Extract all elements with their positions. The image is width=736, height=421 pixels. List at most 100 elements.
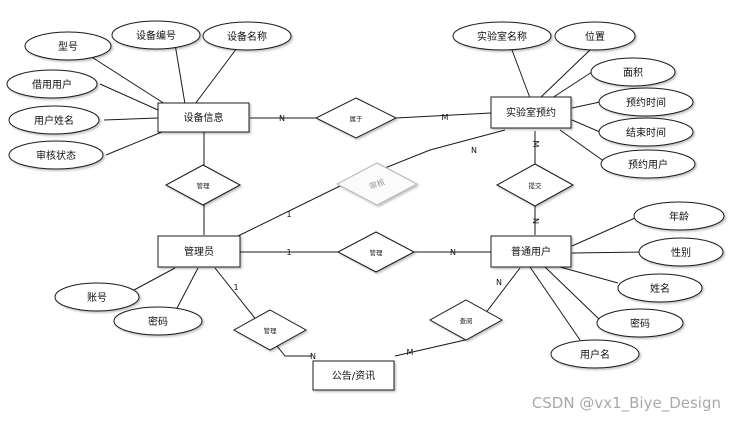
watermark: CSDN @vx1_Biye_Design [532,394,721,413]
attr-user-password [596,308,684,338]
edge-user-age [571,217,636,247]
attr-device-borrower-label: 借用用户 [32,78,72,91]
entity-notice [312,360,395,391]
entity-device-info-label: 设备信息 [184,111,224,124]
attr-admin-account [54,282,140,312]
entity-user [490,235,572,268]
edge-lab-name [511,49,531,99]
card-lab-review: N [471,146,477,155]
attr-lab-time [598,87,694,117]
rel-manage-user [336,231,416,273]
card-admin-review: 1 [286,210,291,219]
attr-device-model [24,31,112,61]
attr-user-gender [638,237,724,267]
edge-user-password [544,266,601,321]
card-admin-manage-notice: 1 [233,283,238,292]
attr-lab-time-label: 预约时间 [626,96,666,109]
rel-manage-notice [232,309,308,351]
edge-lab-area [551,71,593,99]
edge-admin-account [133,267,176,291]
entity-lab-booking [490,96,572,129]
edge-user-name [559,266,619,284]
attr-device-username [8,105,100,135]
rel-manage-user-label: 管理 [370,248,384,257]
attr-user-username [550,339,640,369]
entity-admin-label: 管理员 [184,245,214,258]
edge-device-name [194,43,241,105]
attr-lab-area-label: 面积 [623,67,643,79]
attr-device-status-label: 审核状态 [36,149,76,162]
rel-belongs [314,97,398,139]
edge-admin-password [175,267,199,311]
card-notice-manage-notice: N [310,352,316,361]
attr-user-gender-label: 性别 [671,246,691,259]
attr-user-username-label: 用户名 [580,348,610,361]
rel-belongs-label: 属于 [350,115,364,123]
attr-admin-password-label: 密码 [148,315,168,328]
rel-manage-device-label: 管理 [197,181,211,190]
rel-submit [495,163,575,207]
edge-user-username [529,266,581,341]
card-admin-manage-user: 1 [286,248,291,257]
attr-user-name-label: 姓名 [650,282,670,295]
attr-user-age-label: 年龄 [669,210,689,223]
rel-manage-notice-label: 管理 [264,326,278,335]
rel-view-notice [428,299,504,341]
attr-device-code-label: 设备编号 [136,29,176,42]
attr-admin-account-label: 账号 [87,292,107,304]
entity-lab-booking-label: 实验室预约 [506,106,556,119]
attr-lab-area [590,57,676,87]
card-lab-belongs: M [442,113,449,122]
edge-lab-booker [559,129,606,163]
edge-lab-end [571,119,601,133]
attr-device-name [202,21,292,51]
edge-device-username [103,117,159,121]
edge-user-gender [571,251,643,254]
attr-lab-name [452,21,552,51]
rel-submit-label: 提交 [529,181,543,190]
attr-lab-location-label: 位置 [585,30,605,43]
attr-lab-end-label: 结束时间 [626,126,666,139]
entity-user-label: 普通用户 [511,245,551,258]
attr-device-name-label: 设备名称 [227,30,267,43]
card-device-belongs: N [279,114,285,123]
edge-lab-time [571,101,601,109]
edge-manage-notice [214,267,312,357]
card-user-manage-user: N [450,248,456,257]
attr-lab-end [598,117,694,147]
attr-user-age [633,201,725,231]
card-user-submit: N [531,218,540,224]
attributes-admin: 账号 密码 [54,282,203,336]
attr-device-model-label: 型号 [58,40,78,53]
entities: 设备信息 实验室预约 管理员 普通用户 公告/资讯 [157,96,572,391]
card-lab-submit: M [531,141,540,148]
relationships: 属于 管理 审核 提交 管理 管理 查阅 [164,97,575,351]
attr-device-status [8,140,104,170]
attr-admin-password [113,306,203,336]
edge-device-status [105,131,163,156]
entity-admin [157,235,241,268]
attr-lab-booker [600,149,696,179]
entity-notice-label: 公告/资讯 [332,369,375,382]
edge-device-borrower [99,83,159,111]
rel-review [335,162,419,206]
card-notice-view: M [407,348,414,357]
attributes-user: 年龄 性别 姓名 密码 用户名 [550,201,725,369]
attr-device-borrower [6,69,98,99]
edge-device-code [174,43,186,105]
edge-lab-location [539,49,591,99]
attr-lab-name-label: 实验室名称 [477,30,527,43]
card-user-view: N [496,278,502,287]
attributes-lab: 实验室名称 位置 面积 预约时间 结束时间 预约用户 [452,21,696,179]
attr-lab-location [554,21,636,51]
attr-user-password-label: 密码 [630,317,650,330]
entity-device-info [157,102,250,133]
attributes-device: 型号 设备编号 设备名称 借用用户 用户姓名 审核状态 [6,20,292,170]
attr-device-code [111,20,201,50]
rel-manage-device [164,164,242,206]
attr-user-name [617,273,703,303]
attr-device-username-label: 用户姓名 [34,114,74,127]
rel-view-notice-label: 查阅 [460,316,473,325]
cardinalities: N M N 1 M N 1 N 1 N M N [233,113,540,361]
